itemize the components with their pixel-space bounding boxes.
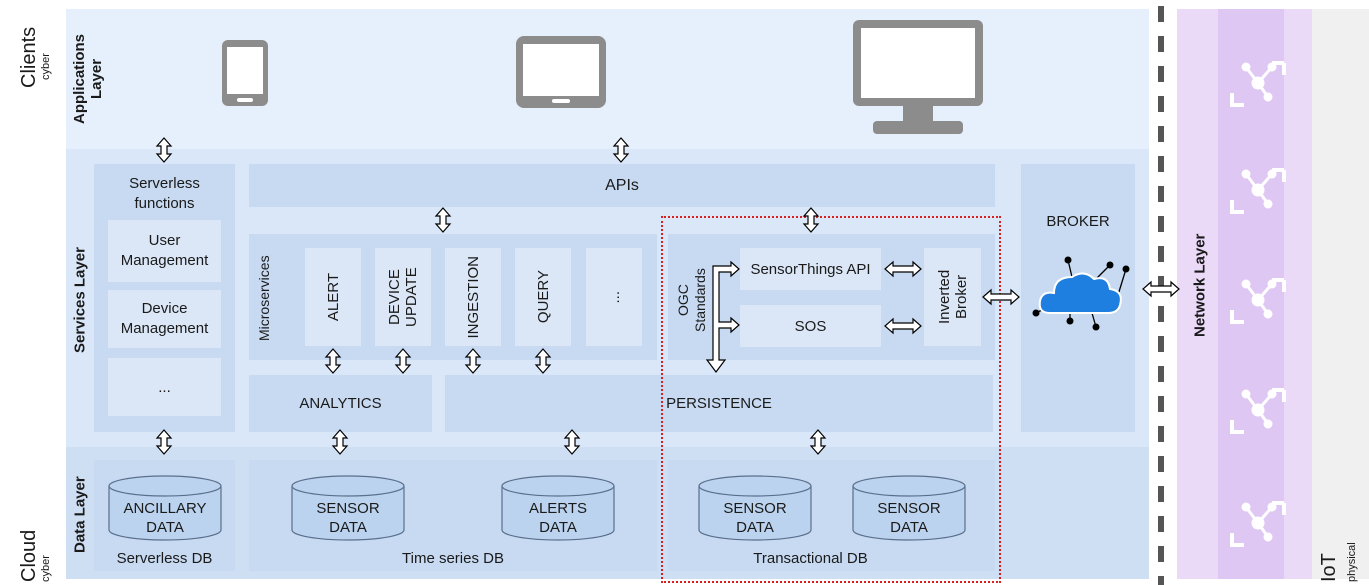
persistence-box: PERSISTENCE: [445, 375, 993, 432]
monitor-icon: [853, 20, 983, 134]
inverted-broker-box: Inverted Broker: [924, 248, 981, 346]
ancillary-data-cylinder-icon: [108, 475, 222, 541]
arrow-inverted-broker: [982, 289, 1020, 305]
sensor-data-2-label: SENSOR DATA: [723, 500, 787, 536]
arrow-persistence-alerts: [564, 429, 580, 455]
arrow-apis-micro: [435, 207, 451, 233]
arrow-apis-ogc: [803, 207, 819, 233]
apis-box: APIs: [249, 164, 995, 207]
time-series-db-label: Time series DB: [402, 549, 504, 567]
arrow-serverless-db: [156, 429, 172, 455]
arrow-alert-analytics: [325, 348, 341, 374]
analytics-box: ANALYTICS: [249, 375, 432, 432]
arrow-ingestion-persistence: [465, 348, 481, 374]
arrow-analytics-db: [332, 429, 348, 455]
sensor-data-1-label: SENSOR DATA: [316, 500, 380, 536]
arrow-sos-broker: [884, 318, 922, 334]
transactional-highlight-outline: [661, 216, 1001, 583]
iot-hub-icon-3: [1230, 278, 1286, 324]
sensor-data-1-cylinder-icon: [291, 475, 405, 541]
smartphone-icon: [222, 40, 268, 106]
user-management-box: User Management: [108, 220, 221, 282]
cloud-network-icon: [1032, 256, 1130, 331]
sos-box: SOS: [740, 305, 881, 347]
iot-hub-icon-4: [1230, 388, 1286, 434]
network-divider-dashed: [1158, 6, 1164, 585]
sensor-data-3-cylinder-icon: [852, 475, 966, 541]
sensor-data-2-cylinder-icon: [698, 475, 812, 541]
transactional-db-label: Transactional DB: [753, 549, 868, 567]
serverless-more-box: ...: [108, 358, 221, 416]
arrow-sensorthings-broker: [884, 261, 922, 277]
device-management-box: Device Management: [108, 290, 221, 348]
iot-hub-icon-1: [1230, 61, 1286, 107]
alerts-data-label: ALERTS DATA: [528, 500, 588, 536]
arrow-query-persistence: [535, 348, 551, 374]
microservice-alert: ALERT: [305, 248, 361, 346]
alerts-data-cylinder-icon: [501, 475, 615, 541]
arrow-app-apis: [613, 137, 629, 163]
tablet-icon: [516, 36, 606, 108]
microservice-ingestion: INGESTION: [445, 248, 501, 346]
ancillary-data-label: ANCILLARY DATA: [123, 500, 207, 536]
sensorthings-api-box: SensorThings API: [740, 248, 881, 290]
arrow-device-analytics: [395, 348, 411, 374]
broker-label: BROKER: [1046, 212, 1110, 230]
arrow-broker-network: [1142, 281, 1180, 297]
microservice-more: ...: [586, 248, 642, 346]
microservice-query: QUERY: [515, 248, 571, 346]
iot-hub-icon-2: [1230, 168, 1286, 214]
arrow-app-serverless: [156, 137, 172, 163]
microservice-device-update: DEVICE UPDATE: [375, 248, 431, 346]
iot-right-bg: [1312, 9, 1369, 579]
iot-hub-icon-5: [1230, 501, 1286, 547]
arrow-persistence-transactional: [810, 429, 826, 455]
iot-column-bg: [1218, 9, 1284, 579]
sensor-data-3-label: SENSOR DATA: [877, 500, 941, 536]
serverless-db-label: Serverless DB: [116, 549, 213, 567]
ogc-branch-arrow: [705, 260, 740, 373]
